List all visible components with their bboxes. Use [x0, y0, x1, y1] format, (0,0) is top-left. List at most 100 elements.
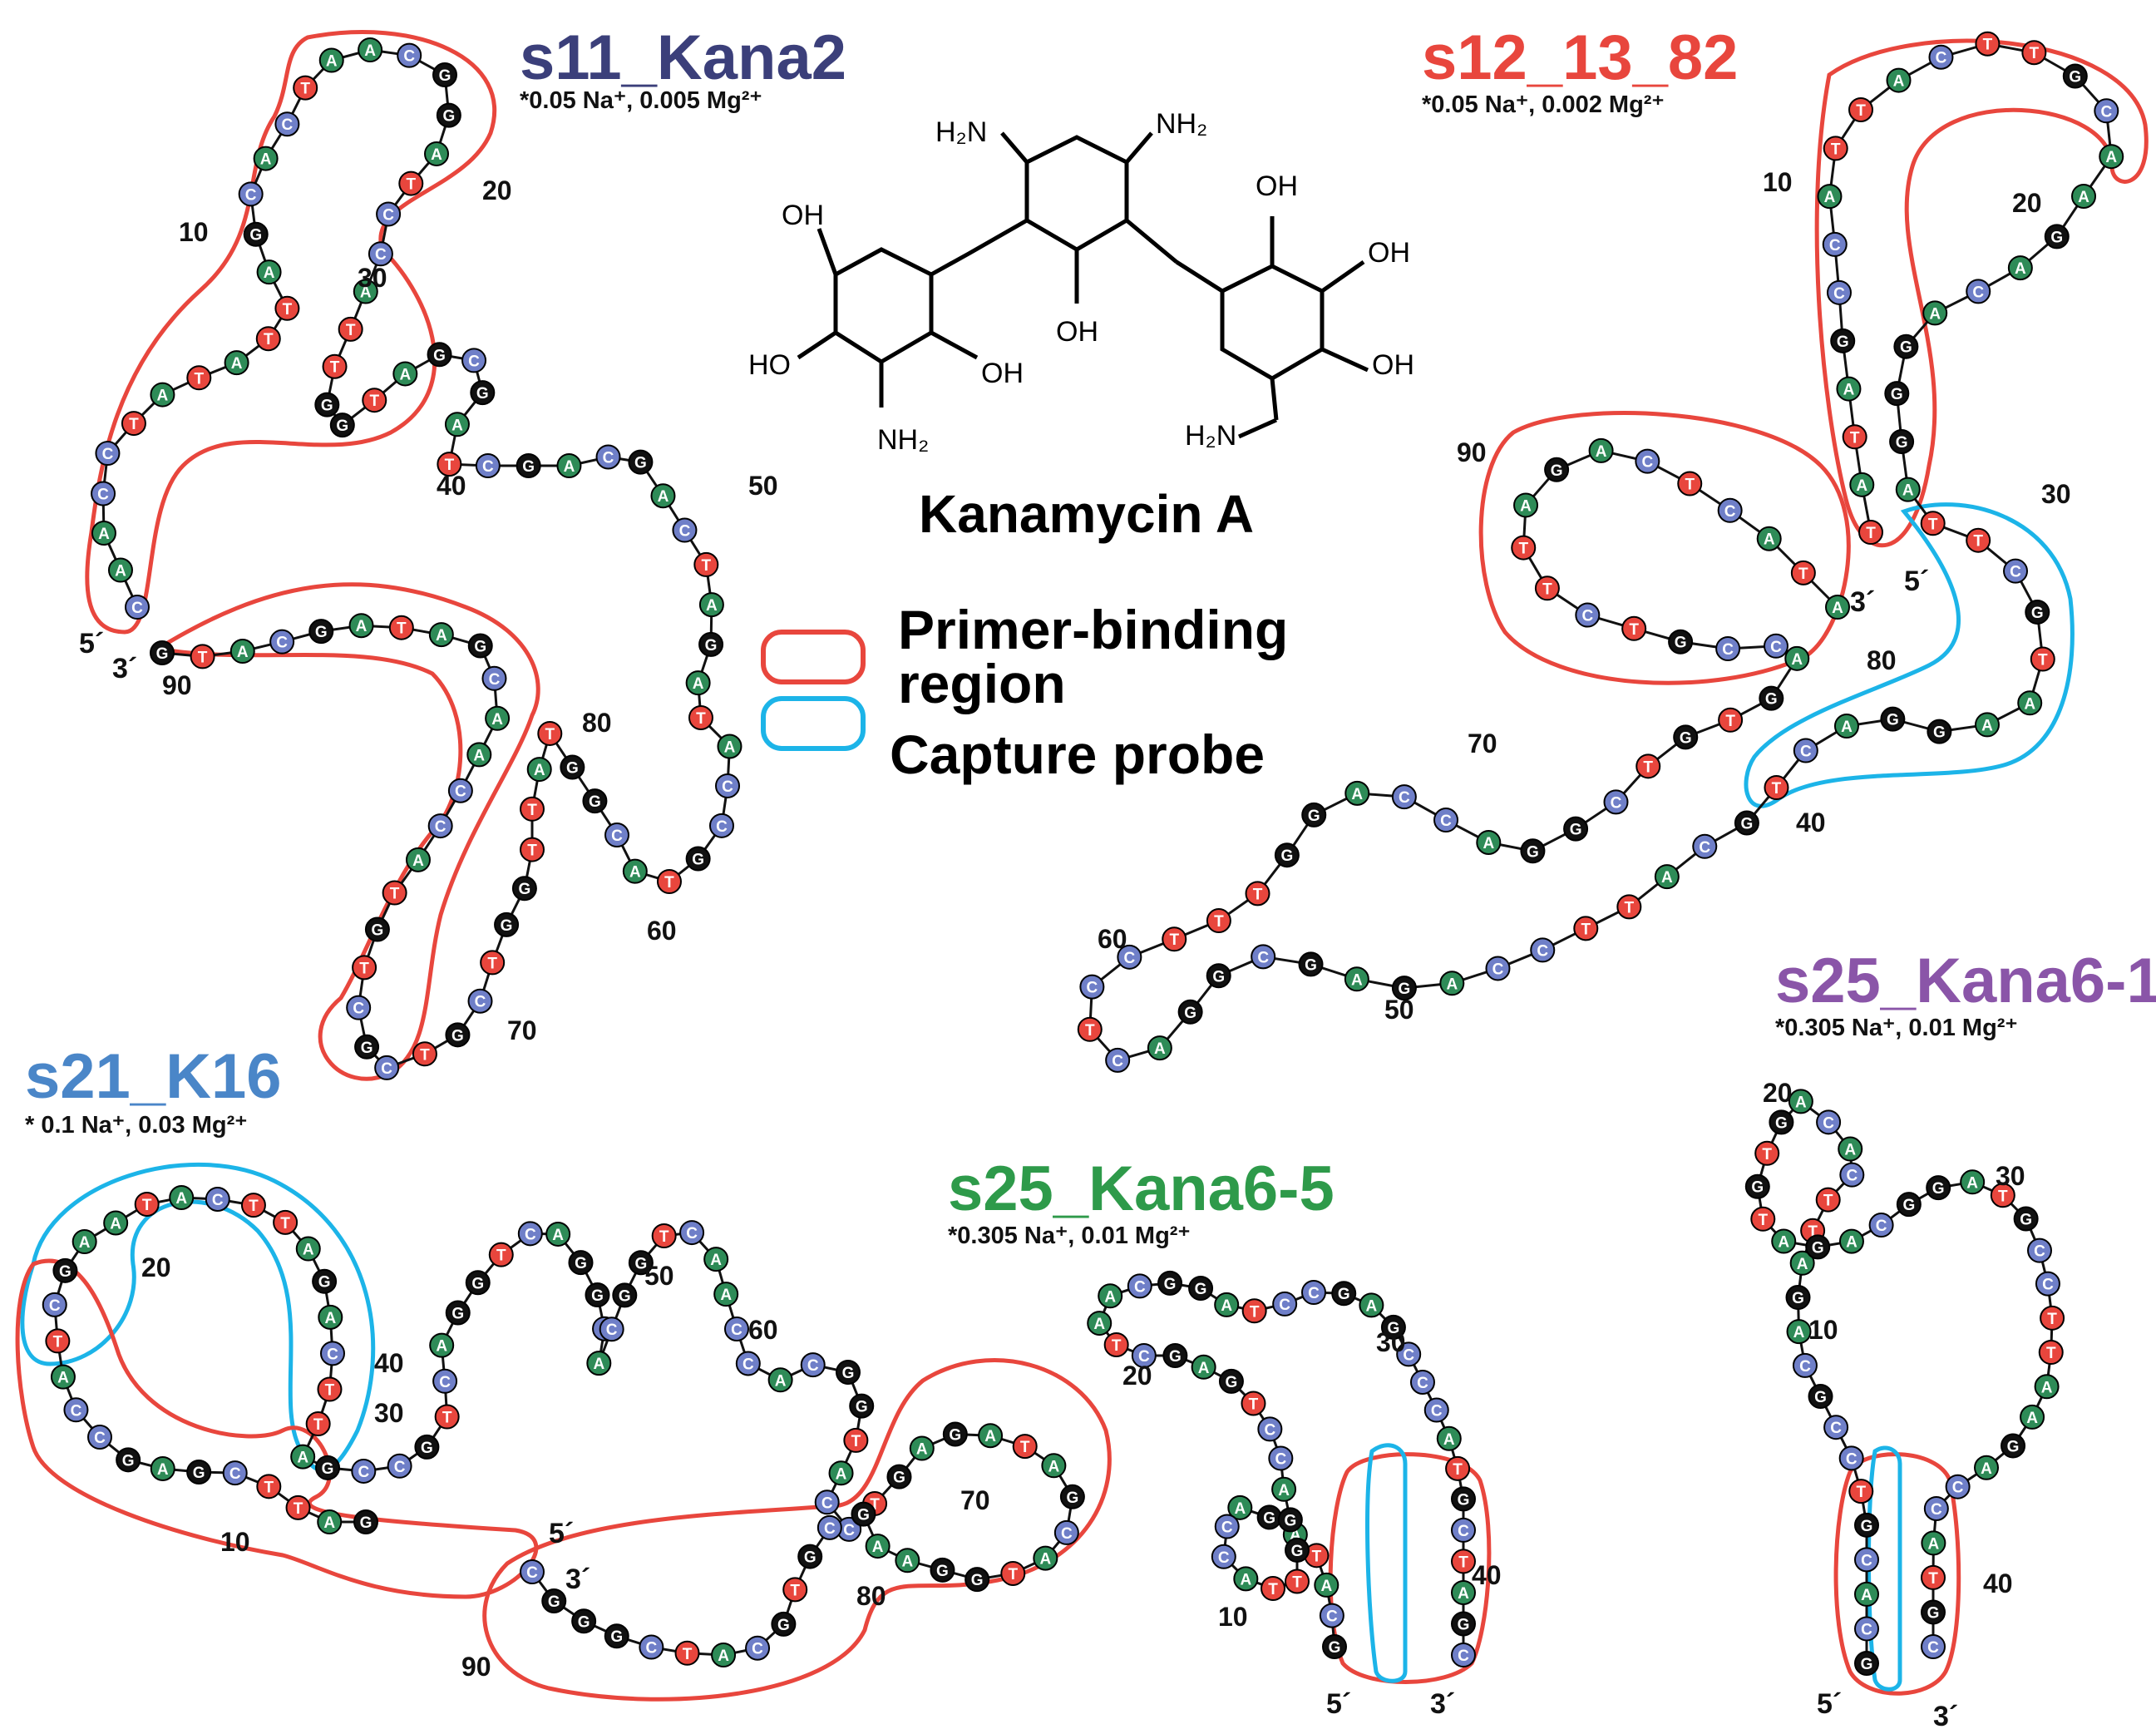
s12-nucleotide-letter: G	[1212, 968, 1225, 986]
s12-nucleotide-circle	[1298, 951, 1324, 977]
s21-nucleotide-letter: C	[824, 1520, 836, 1538]
s11-nucleotide-letter: G	[439, 67, 451, 85]
s12-nucleotide-letter: T	[1253, 886, 1263, 903]
s12-nucleotide: T	[2021, 40, 2047, 66]
s12-nucleotide-circle	[1654, 864, 1680, 890]
s21-nucleotide-circle	[222, 1460, 248, 1486]
s21-nucleotide: G	[604, 1623, 629, 1649]
s12-nucleotide: A	[1849, 472, 1875, 497]
s25_5-nucleotide-circle	[1218, 1368, 1244, 1394]
s21-nucleotide-letter: C	[94, 1430, 106, 1447]
s21-nucleotide-circle	[674, 1640, 700, 1666]
s21-nucleotide-letter: C	[645, 1640, 657, 1657]
s21-nucleotide: G	[628, 1250, 654, 1276]
s25_5-nucleotide-letter: T	[1250, 1303, 1260, 1321]
s21-nucleotide: G	[116, 1447, 141, 1473]
s12-nucleotide: A	[1974, 712, 2000, 738]
s21-nucleotide-circle	[432, 1368, 458, 1394]
s25_5-nucleotide: G	[1218, 1368, 1244, 1394]
s12-nucleotide: C	[1793, 738, 1818, 763]
s25_1-nucleotide-circle	[1785, 1284, 1811, 1310]
s12-nucleotide-circle	[1616, 894, 1642, 920]
s25_1-nucleotide-letter: G	[1775, 1114, 1788, 1132]
s12-nucleotide: T	[1920, 511, 1946, 536]
s12-nucleotide-letter: C	[1124, 950, 1136, 967]
s11-nucleotide-letter: C	[403, 48, 415, 66]
s12-nucleotide-circle	[1251, 944, 1276, 970]
s25_5-nucleotide: A	[1436, 1425, 1462, 1451]
s11-nucleotide-letter: A	[356, 618, 368, 635]
s12-nucleotide: T	[2030, 646, 2055, 672]
s25_1-nucleotide-circle	[1816, 1109, 1842, 1135]
s25_5-nucleotide-circle	[1359, 1292, 1384, 1318]
s25_1-nucleotide-letter: C	[1846, 1168, 1858, 1185]
s21-nucleotide-letter: A	[157, 1461, 169, 1479]
s25_5-nucleotide-circle	[1451, 1517, 1476, 1543]
s21-nucleotide: T	[240, 1193, 266, 1218]
s12-nucleotide-circle	[2062, 63, 2088, 89]
s12-nucleotide: G	[2062, 63, 2088, 89]
s12-nucleotide: T	[1534, 576, 1560, 601]
s25_5-nucleotide-circle	[1451, 1549, 1476, 1574]
s12-nucleotide: A	[1895, 477, 1921, 502]
s12-nucleotide-letter: C	[1972, 284, 1984, 301]
s21-nucleotide: G	[1059, 1484, 1085, 1509]
s21-nucleotide-circle	[1041, 1453, 1067, 1479]
s25_1-nucleotide-circle	[2026, 1238, 2052, 1263]
s11-nucleotide: T	[693, 551, 719, 577]
s12-nucleotide: T	[1764, 775, 1789, 801]
s12-num-40: 40	[1796, 808, 1826, 837]
s25_1-nucleotide-letter: C	[1927, 1639, 1939, 1657]
s12-capture-probe-outline	[1744, 502, 2075, 808]
s21-nucleotide-circle	[723, 1316, 749, 1341]
s12-nucleotide-letter: C	[1800, 743, 1812, 761]
s11-num-50: 50	[748, 471, 778, 501]
s21-nucleotide-circle	[965, 1567, 990, 1593]
s25_5-nucleotide-circle	[1241, 1391, 1266, 1416]
s11-nucleotide-circle	[424, 141, 450, 166]
s11-nucleotide: T	[121, 411, 146, 437]
s25_1-nucleotide-circle	[1960, 1169, 1986, 1195]
s25_1-nucleotide: C	[1792, 1352, 1818, 1378]
s11-nucleotide: C	[595, 444, 621, 470]
s21-nucleotide-letter: C	[752, 1641, 763, 1658]
s11-nucleotide: G	[511, 876, 537, 902]
s21-nucleotide-letter: A	[916, 1441, 928, 1459]
s25-1-3prime-label: 3´	[1933, 1701, 1958, 1732]
s25_5-nucleotide: T	[1241, 1391, 1266, 1416]
s21-nucleotide: G	[186, 1460, 212, 1485]
s21-nucleotide-letter: G	[471, 1275, 484, 1292]
s25_5-nucleotide-letter: A	[1443, 1431, 1455, 1449]
s12-nucleotide-letter: G	[1551, 462, 1563, 480]
s12-nucleotide: T	[1162, 926, 1187, 952]
s12-nucleotide-letter: G	[1675, 635, 1687, 652]
s11-nucleotide: C	[708, 813, 734, 838]
s12-nucleotide-letter: G	[2050, 229, 2063, 246]
region-outlines	[15, 30, 2149, 1702]
s25_5-nucleotide-letter: C	[1326, 1608, 1338, 1626]
s21-nucleotide: G	[445, 1300, 471, 1326]
s21-nucleotide-letter: A	[552, 1227, 564, 1244]
s25-5-num-20: 20	[1122, 1361, 1152, 1391]
s11-nucleotide: C	[91, 481, 116, 506]
s21-nucleotide: A	[545, 1221, 571, 1247]
s25_1-nucleotide-circle	[1854, 1616, 1879, 1642]
s12-nucleotide-circle	[1079, 974, 1105, 1000]
s12-nucleotide: C	[1966, 279, 1991, 304]
s25_1-nucleotide-letter: T	[1856, 1484, 1866, 1501]
s25_1-nucleotide: A	[1771, 1228, 1797, 1254]
s25_5-nucleotide-letter: T	[1268, 1581, 1278, 1598]
s21-nucleotide-letter: C	[821, 1494, 833, 1512]
s12-nucleotide-letter: G	[1891, 386, 1903, 403]
s25_1-nucleotide-circle	[1786, 1319, 1812, 1345]
s11-nucleotide: G	[445, 1022, 471, 1048]
s11-nucleotide: A	[698, 592, 724, 618]
s11-nucleotide: G	[329, 413, 355, 438]
s25_1-nucleotide-circle	[2038, 1340, 2064, 1366]
s25_5-nucleotide-circle	[1261, 1576, 1286, 1601]
s12-nucleotide-circle	[1603, 789, 1629, 815]
s25_5-nucleotide: A	[1214, 1292, 1240, 1317]
s12-nucleotide: A	[1588, 437, 1614, 463]
s12-nucleotide-circle	[1858, 520, 1883, 545]
s21-nucleotide-circle	[42, 1292, 67, 1317]
